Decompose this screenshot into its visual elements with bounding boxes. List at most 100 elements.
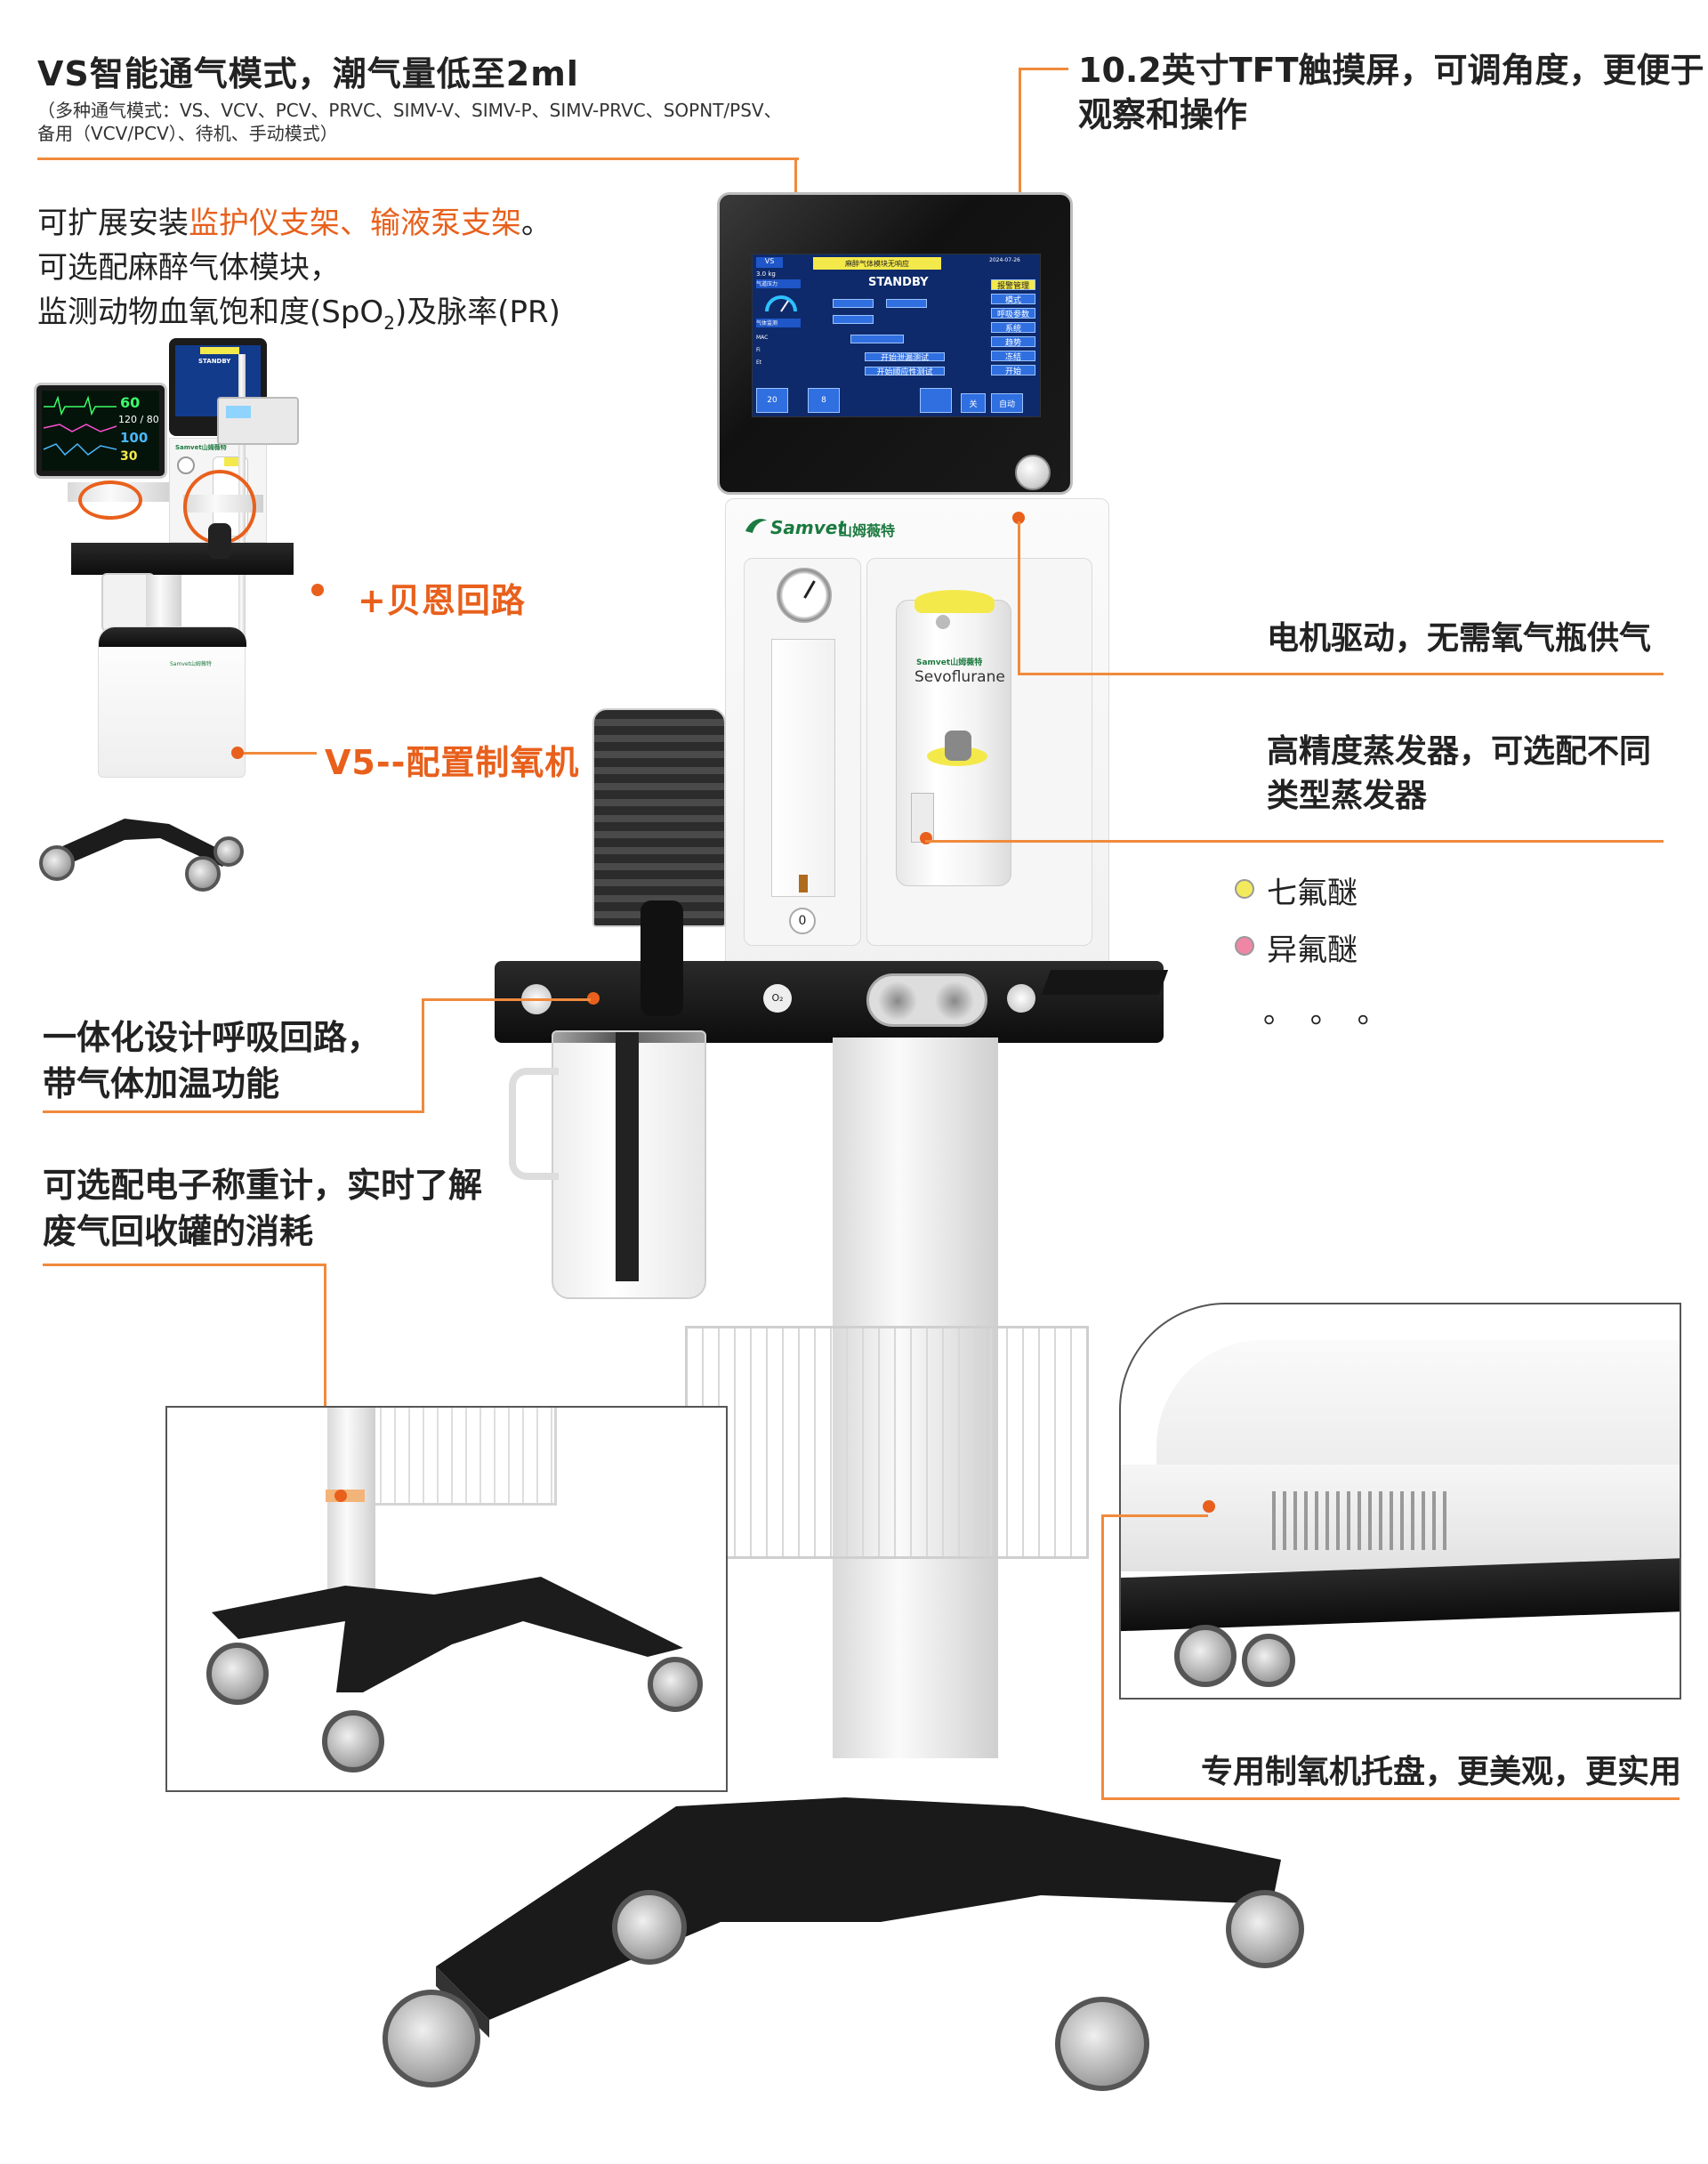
screen-field-2[interactable] (886, 299, 927, 308)
expand-line1: 可扩展安装监护仪支架、输液泵支架。 (37, 201, 552, 246)
screen-param-3[interactable] (920, 388, 952, 413)
screen-menu-system[interactable]: 系统 (991, 322, 1035, 334)
screen-off-button[interactable]: 关 (961, 393, 986, 413)
screen-compliance-test-button[interactable]: 开始顺应性测试 (865, 367, 945, 377)
canister-handle[interactable] (509, 1068, 559, 1180)
inset-scale-detail (165, 1406, 728, 1792)
screen-item-airway[interactable]: 气道压力 (756, 279, 801, 288)
screen-menu-start[interactable]: 开始 (991, 365, 1035, 376)
touchscreen-display[interactable]: VS 3.0 kg 麻醉气体模块无响应 2024-07-26 STANDBY 气… (752, 254, 1041, 417)
screen-item-gas[interactable]: 气体监测 (756, 319, 801, 327)
main-body-cabinet: Samvet 山姆薇特 0 Samvet山姆薇特 Sevoflurane (725, 498, 1109, 975)
isoflurane-dot-icon (1235, 936, 1254, 956)
mini-screen-status: STANDBY (198, 358, 231, 365)
mini-concentrator-tray (99, 627, 246, 647)
modes-list-line1: （多种通气模式：VS、VCV、PCV、PRVC、SIMV-V、SIMV-P、SI… (37, 100, 782, 121)
screen-alarm-banner[interactable]: 麻醉气体模块无响应 (813, 257, 941, 270)
brand-name: Samvet (770, 517, 846, 538)
screen-menu-params[interactable]: 呼吸参数 (991, 308, 1035, 319)
flow-knob[interactable]: 0 (789, 908, 816, 934)
screen-menu-freeze[interactable]: 冻结 (991, 351, 1035, 362)
vaporizer-port (936, 615, 950, 629)
screen-leak-test-button[interactable]: 开始泄漏测试 (865, 352, 945, 363)
vaporizer[interactable]: Samvet山姆薇特 Sevoflurane (896, 590, 1011, 886)
connector-tray-h (1101, 1797, 1680, 1800)
inset-wheel-1 (206, 1643, 269, 1705)
screen-param-1[interactable]: 20 (756, 388, 788, 413)
mini-wheel-3 (214, 836, 244, 867)
label-vaporizer-line2: 类型蒸发器 (1267, 778, 1428, 814)
agent-more: 。 。 。 (1263, 995, 1391, 1030)
screen-item-mac: MAC (756, 335, 769, 341)
highlight-monitor-mount (78, 480, 142, 520)
connector-circuit-v (422, 998, 424, 1113)
marker-dot-scale (334, 1490, 347, 1502)
label-motor-drive: 电机驱动，无需氧气瓶供气 (1267, 620, 1652, 657)
mini-wheel-2 (185, 856, 221, 892)
airway-pressure-gauge-icon (765, 295, 797, 312)
patient-monitor: 60 120 / 80 100 30 (34, 383, 167, 479)
marker-dot-motor (1012, 512, 1025, 524)
screen-param-2[interactable]: 8 (808, 388, 840, 413)
inset-tray-detail (1119, 1303, 1681, 1700)
monitor-waveforms (43, 395, 117, 456)
monitor-spo2: 100 (120, 430, 149, 446)
wheel-back-left (612, 1890, 687, 1965)
canister-center-tube (616, 1032, 639, 1281)
screen-date: 2024-07-26 (989, 257, 1020, 263)
mini-wheel-1 (39, 845, 75, 881)
vaporizer-agent-name: Sevoflurane (914, 668, 1005, 686)
connector-vaporizer (925, 840, 1664, 843)
screen-menu-mode[interactable]: 模式 (991, 294, 1035, 305)
pressure-gauge (777, 568, 832, 623)
circuit-port-right[interactable] (1007, 984, 1035, 1013)
connector-inspiratory[interactable] (878, 981, 917, 1021)
flow-float (799, 875, 808, 892)
connector-circuit-h2 (422, 998, 591, 1001)
rotary-knob[interactable] (1015, 455, 1051, 490)
samvet-logo-icon (745, 519, 767, 533)
screen-field-1[interactable] (833, 299, 874, 308)
agent-isoflurane: 异氟醚 (1267, 933, 1358, 968)
mini-circuit-block (71, 543, 294, 575)
screen-field-3[interactable] (833, 315, 874, 324)
expand-line3: 监测动物血氧饱和度(SpO2)及脉率(PR) (37, 290, 560, 345)
agent-sevoflurane: 七氟醚 (1267, 876, 1358, 911)
vaporizer-panel: Samvet山姆薇特 Sevoflurane (866, 558, 1092, 946)
expand-line2: 可选配麻醉气体模块， (37, 250, 340, 286)
expand-text-c: 。 (521, 206, 552, 241)
wheel-front-left (383, 1990, 480, 2087)
divider-top-left (37, 157, 799, 160)
vaporizer-brand: Samvet山姆薇特 (916, 658, 983, 667)
touchscreen-housing: VS 3.0 kg 麻醉气体模块无响应 2024-07-26 STANDBY 气… (717, 192, 1073, 495)
o2-flush-button[interactable]: O₂ (763, 984, 792, 1013)
vaporizer-fill-cap[interactable] (914, 590, 995, 613)
screen-field-4[interactable] (850, 335, 904, 343)
vaporizer-dial-knob[interactable] (945, 731, 971, 761)
screen-mode-tag[interactable]: VS (756, 257, 783, 268)
label-bain-circuit: +贝恩回路 (358, 581, 526, 620)
inset-wheel-3 (648, 1657, 703, 1712)
flow-tube (771, 639, 835, 897)
wheel-front-right (1055, 1997, 1149, 2091)
circuit-connector-pair (866, 973, 987, 1027)
pump-display (226, 406, 251, 418)
brand-name-cn: 山姆薇特 (838, 522, 896, 539)
monitor-hr: 60 (120, 394, 141, 411)
connector-circuit-h (43, 1110, 423, 1113)
mini-concentrator-brand: Samvet山姆薇特 (170, 661, 212, 667)
expand-text-highlight: 监护仪支架、输液泵支架 (189, 206, 521, 241)
screen-menu-trend[interactable]: 趋势 (991, 336, 1035, 348)
apl-valve[interactable] (640, 900, 683, 1016)
mini-pressure-gauge (177, 456, 195, 474)
mini-brand: Samvet山姆薇特 (175, 444, 227, 451)
connector-screen-v (1019, 68, 1021, 299)
label-scale-line2: 废气回收罐的消耗 (43, 1212, 314, 1251)
connector-expiratory[interactable] (935, 981, 974, 1021)
screen-menu-alarm[interactable]: 报警管理 (991, 279, 1035, 291)
storage-basket (685, 1326, 1089, 1559)
connector-motor-h (1018, 673, 1664, 675)
screen-auto-button[interactable]: 自动 (991, 393, 1023, 413)
mini-screen-banner (200, 347, 239, 354)
flowmeter-panel: 0 (744, 558, 861, 946)
